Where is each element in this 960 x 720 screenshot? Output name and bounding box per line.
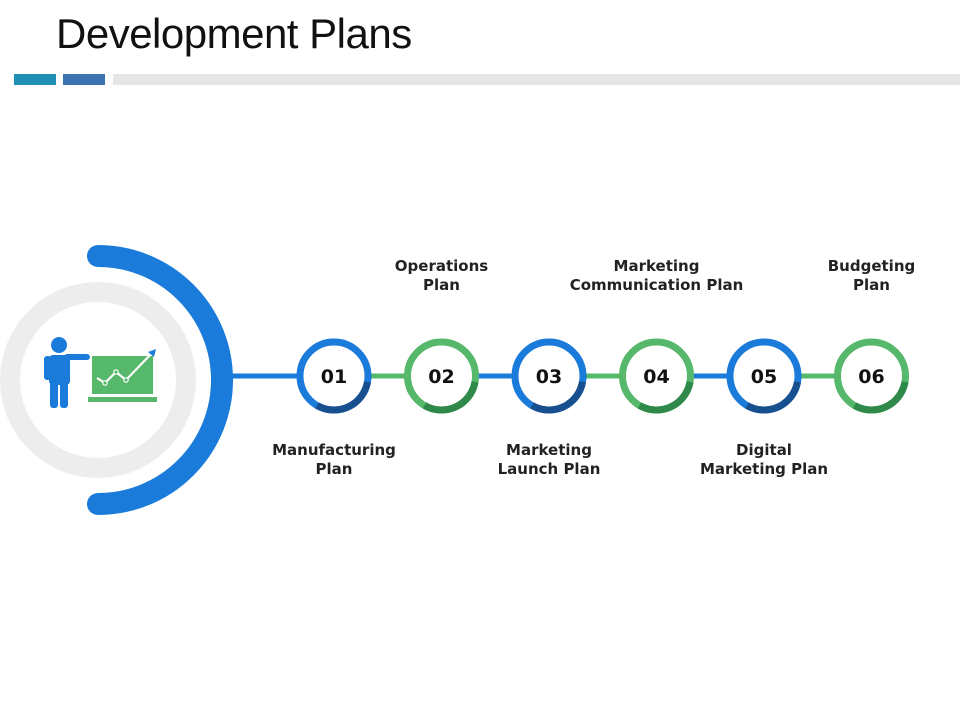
step-label-line: Plan	[423, 276, 460, 294]
step-label-line: Marketing	[506, 441, 592, 459]
accent-bar-teal	[14, 74, 56, 85]
step-label-line: Plan	[315, 460, 353, 478]
step-ring-shade	[530, 381, 586, 414]
step-node-02: 02	[404, 338, 479, 414]
step-ring-shade	[852, 381, 909, 414]
step-label-line: Launch Plan	[497, 460, 601, 478]
step-number: 02	[428, 366, 454, 388]
header-divider	[113, 74, 960, 85]
step-ring-shade	[637, 381, 694, 414]
step-number: 06	[858, 366, 884, 388]
step-label-line: Plan	[853, 276, 890, 294]
step-label-line: Digital	[736, 441, 792, 459]
step-number: 04	[643, 366, 669, 388]
step-node-06: 06	[834, 338, 909, 414]
accent-bar-blue	[63, 74, 105, 85]
step-number: 01	[321, 366, 347, 388]
step-number: 05	[751, 366, 777, 388]
step-label-line: Budgeting	[827, 257, 916, 275]
step-number: 03	[536, 366, 562, 388]
step-label-line: Marketing	[613, 257, 700, 275]
step-label-line: Manufacturing	[272, 441, 396, 459]
step-node-03: 03	[511, 338, 587, 414]
page-title: Development Plans	[56, 10, 412, 57]
step-ring-shade	[422, 381, 479, 414]
step-node-01: 01	[296, 338, 372, 414]
presenter-chart-icon	[44, 337, 157, 408]
step-label-line: Communication Plan	[569, 276, 744, 294]
step-node-04: 04	[619, 338, 694, 414]
blue-arc	[87, 245, 233, 515]
step-label-line: Operations	[394, 257, 489, 275]
step-label-line: Marketing Plan	[699, 460, 829, 478]
step-node-05: 05	[726, 338, 802, 414]
step-ring-shade	[745, 381, 801, 414]
step-ring-shade	[315, 381, 371, 414]
grey-ring	[0, 282, 196, 478]
